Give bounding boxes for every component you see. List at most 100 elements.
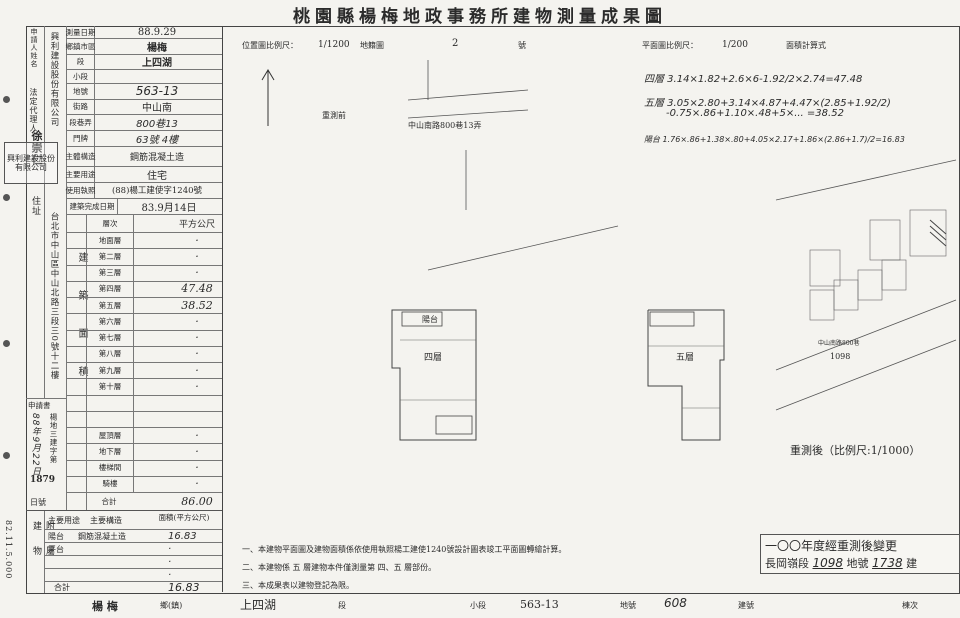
application-ref-text: 楊地三建字第 — [49, 413, 58, 464]
footer-section: 上四湖 — [240, 598, 277, 612]
stamp-build-no: 1738 — [872, 556, 903, 570]
row-permit: 使用執照 (88)楊工建使字1240號 — [66, 182, 222, 199]
north-arrow-icon — [261, 69, 275, 126]
company-seal: 興利建設股份有限公司 — [4, 142, 58, 184]
door-value: 63號 4樓 — [135, 134, 179, 146]
binding-hole — [3, 194, 10, 201]
annex-area: · — [168, 557, 172, 568]
footer-build-no: 608 — [664, 596, 687, 610]
section-value: 上四湖 — [142, 58, 172, 69]
row-use: 主要用途 住宅 — [66, 166, 222, 183]
resurvey-change-stamp: 一〇〇年度經重測後變更 長岡嶺段 1098 地號 1738 建 — [760, 534, 960, 574]
cadastral-sheet-suffix: 號 — [518, 41, 526, 50]
row-lane: 段巷弄 800巷13 — [66, 114, 222, 131]
row-land-no: 地號 563-13 — [66, 83, 222, 100]
seal-text: 興利建設股份有限公司 — [7, 154, 55, 172]
left-info-table: 申請人姓名 住址 興利建設股份有限公司 台北市中山區中山北路三段三0號十二樓 法… — [4, 26, 223, 594]
annex-struct-header: 主要構造 — [90, 516, 122, 525]
location-scale: 1/1200 — [318, 40, 350, 50]
floor-total-value: 86.00 — [181, 494, 213, 508]
road-line — [427, 225, 619, 271]
township-label: 鄉鎮市區 — [66, 38, 96, 54]
binding-hole — [3, 340, 10, 347]
annex-total-label: 合計 — [54, 583, 70, 592]
permit-label: 使用執照 — [66, 182, 96, 198]
floor-row-value: 47.48 — [181, 282, 213, 296]
use-label: 主要用途 — [66, 166, 96, 182]
floor-plan-4 — [391, 309, 477, 441]
margin-stamp: 82.11.5.000 — [4, 520, 13, 580]
subsection-label: 小段 — [66, 69, 95, 83]
stamp-line-2: 長岡嶺段 1098 地號 1738 建 — [765, 555, 917, 571]
applicant-label: 申請人姓名 — [30, 28, 38, 68]
floor-row-label: 第四層 — [86, 280, 134, 297]
floor-row-label: 地面層 — [86, 232, 134, 249]
floor-row: 第七層· — [66, 329, 222, 347]
cadastral-sheet-no: 2 — [452, 38, 459, 49]
area-calc-floor4: 四層 3.14×1.82+2.6×6-1.92/2×2.74=47.48 — [644, 74, 863, 85]
land-no-label: 地號 — [66, 83, 95, 99]
annex-row: · — [44, 568, 222, 582]
annex-area: · — [168, 570, 172, 581]
floor-row-label: 樓梯間 — [86, 459, 134, 476]
floor-row-label: 第十層 — [86, 378, 134, 395]
use-value: 住宅 — [147, 170, 167, 182]
location-scale-label: 位置圖比例尺： — [242, 41, 298, 50]
footer-floor-suffix: 棟次 — [902, 601, 918, 610]
floor-row-label: 第二層 — [86, 248, 134, 265]
floor-row-label: 第八層 — [86, 345, 134, 362]
row-section: 段 上四湖 — [66, 54, 222, 70]
floor-row-label: 騎樓 — [86, 475, 134, 492]
area-column-label: 建築面積 — [76, 252, 87, 404]
location-road-label: 中山南路800巷13弄 — [408, 121, 482, 130]
footer-town-suffix: 鄉(鎮) — [160, 601, 183, 610]
floor-row-value: · — [195, 233, 199, 247]
footer-subsection-suffix: 小段 — [470, 601, 486, 610]
annex-label: 附屬建物 — [31, 521, 54, 571]
applicant-column: 申請人姓名 住址 — [26, 26, 45, 398]
footer-land-no: 563-13 — [520, 598, 559, 611]
parcel-number: 1098 — [830, 352, 851, 361]
row-survey-date: 測量日期 88.9.29 — [66, 26, 222, 39]
applicant-values: 興利建設股份有限公司 台北市中山區中山北路三段三0號十二樓 — [44, 26, 67, 398]
annex-area: · — [168, 544, 172, 555]
floor-row-value: · — [195, 347, 199, 361]
floor-row: 第十層 · — [66, 378, 222, 396]
floor-row-value: · — [195, 266, 199, 280]
footer-bar: 楊 梅 鄉(鎮) 上四湖 段 小段 563-13 地號 608 建號 棟次 — [26, 592, 958, 616]
floor-row: 屋頂層 · — [66, 427, 222, 445]
note-2: 二、本建物係 五 層建物本件僅測量第 四、五 層部份。 — [242, 563, 437, 572]
application-book-label: 申請書 — [28, 401, 51, 410]
lane-label: 中山南路800巷 — [818, 340, 860, 347]
floor-row — [66, 394, 222, 412]
floor-row-value: · — [195, 428, 199, 442]
floor-row: 第八層 · — [66, 345, 222, 363]
document-title: 桃園縣楊梅地政事務所建物測量成果圖 — [293, 7, 667, 27]
structure-value: 鋼筋混凝土造 — [129, 152, 184, 163]
stamp-section: 長岡嶺段 — [765, 557, 809, 570]
plan-scale-label: 平面圖比例尺： — [642, 41, 698, 50]
floor-row-label: 屋頂層 — [86, 427, 134, 444]
permit-value: (88)楊工建使字1240號 — [111, 186, 203, 196]
floor-row: 第三層· — [66, 264, 222, 282]
floor-row-label: 第六層 — [86, 313, 134, 330]
floor-header-area: 平方公尺 — [178, 219, 215, 230]
binding-hole — [3, 452, 10, 459]
plan4-label: 四層 — [424, 353, 443, 363]
township-value: 楊梅 — [147, 42, 167, 54]
application-number: 1879 — [30, 475, 56, 485]
floor-row-value: · — [195, 314, 199, 328]
annex-divider — [44, 511, 45, 593]
stamp-land-no: 1098 — [812, 556, 844, 570]
floor-row: 第六層 · — [66, 313, 222, 331]
address-value: 台北市中山區中山北路三段三0號十二樓 — [49, 212, 59, 380]
row-subsection: 小段 — [66, 69, 222, 84]
floor-row: 第九層· — [66, 362, 222, 380]
floor-row-value: · — [195, 363, 199, 377]
resurvey-caption: 重測後（比例尺:1/1000） — [790, 444, 921, 457]
road-line — [407, 109, 529, 119]
floor-row-value: · — [195, 461, 199, 475]
application-date: 88年9月22日 — [30, 413, 40, 477]
agent-name: 徐崇仁 — [30, 130, 43, 166]
floor-row-value: · — [195, 379, 199, 393]
